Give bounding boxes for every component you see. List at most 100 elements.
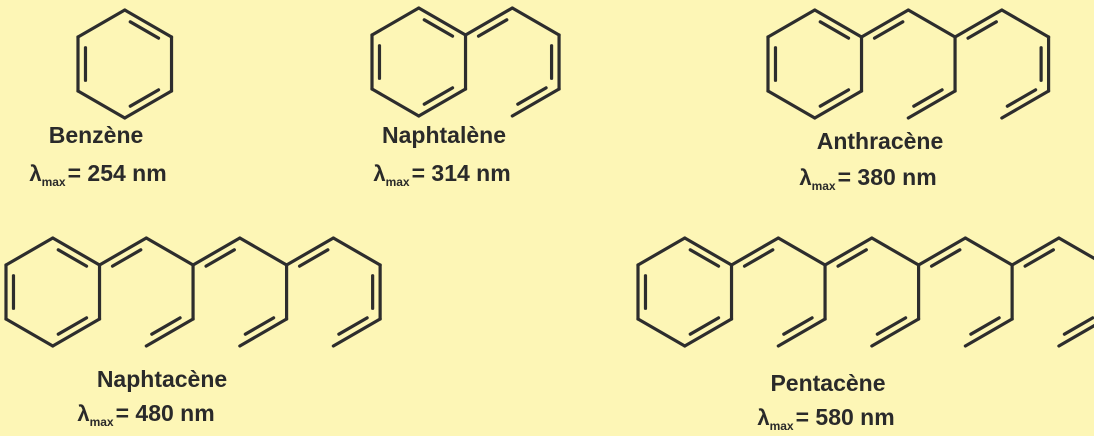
lambda-symbol: λ — [373, 161, 386, 186]
double-bond-line — [1005, 88, 1038, 108]
lambda-symbol: λ — [757, 405, 770, 430]
bond-line — [417, 6, 468, 37]
lambda-symbol: λ — [799, 165, 812, 190]
bond-line — [683, 236, 734, 267]
lambda-subscript: max — [385, 175, 410, 189]
double-bond-line — [110, 248, 143, 268]
bond-line — [331, 317, 382, 348]
double-bond-line — [742, 248, 775, 268]
bond-line — [729, 236, 780, 267]
bond-line — [331, 236, 382, 267]
molecule-name-benzene: Benzène — [48, 122, 144, 148]
double-bond-line — [150, 316, 182, 336]
double-bond-line — [1062, 316, 1094, 336]
lambda-max-naphthacene: λmax= 480 nm — [77, 400, 214, 429]
lambda-value: = 254 nm — [67, 160, 167, 186]
double-bond-line — [818, 88, 851, 108]
lambda-symbol: λ — [29, 161, 42, 186]
bond-line — [370, 87, 421, 118]
bond-line — [766, 89, 817, 120]
lambda-subscript: max — [811, 179, 836, 193]
bond-line — [776, 236, 827, 267]
double-bond-line — [1023, 248, 1055, 268]
molecule-structure-naphthalene — [370, 6, 561, 118]
double-bond-line — [688, 316, 721, 336]
bond-line — [683, 317, 734, 348]
double-bond-line — [929, 248, 962, 268]
molecule-structure-benzene — [76, 8, 174, 120]
molecule-structure-anthracene — [766, 8, 1051, 120]
bond-line — [510, 87, 561, 118]
bond-line — [963, 236, 1014, 267]
bond-line — [284, 236, 335, 267]
double-bond-line — [337, 316, 369, 336]
bond-line — [4, 317, 55, 348]
bond-line — [123, 8, 174, 39]
double-bond-line — [128, 88, 161, 108]
double-bond-line — [56, 316, 89, 336]
double-bond-line — [912, 88, 944, 108]
bond-line — [813, 8, 864, 39]
double-bond-line — [422, 18, 455, 38]
bond-line — [123, 89, 174, 120]
bond-line — [370, 6, 421, 37]
lambda-value: = 380 nm — [837, 164, 937, 190]
lambda-symbol: λ — [77, 401, 90, 426]
bond-line — [766, 8, 817, 39]
double-bond-line — [204, 248, 236, 268]
lambda-subscript: max — [41, 175, 66, 189]
double-bond-line — [56, 248, 89, 268]
bond-line — [1057, 323, 1094, 348]
bond-line — [813, 89, 864, 120]
bond-line — [76, 89, 127, 120]
double-bond-line — [128, 20, 161, 40]
lambda-value: = 580 nm — [795, 404, 895, 430]
bond-line — [191, 236, 242, 267]
bond-line — [636, 317, 687, 348]
lambda-max-benzene: λmax= 254 nm — [29, 160, 166, 189]
double-bond-line — [818, 20, 851, 40]
lambda-max-pentacene: λmax= 580 nm — [757, 404, 894, 433]
bond-line — [238, 317, 289, 348]
bond-line — [144, 317, 195, 348]
bond-line — [963, 317, 1014, 348]
double-bond-line — [875, 316, 908, 336]
double-bond-line — [966, 20, 998, 40]
bond-line — [870, 317, 921, 348]
bond-line — [51, 317, 102, 348]
molecule-structure-pentacene — [636, 236, 1094, 348]
lambda-value: = 480 nm — [115, 400, 215, 426]
double-bond-line — [476, 18, 509, 38]
bond-line — [97, 236, 148, 267]
double-bond-line — [782, 316, 814, 336]
molecule-name-naphthacene: Naphtacène — [96, 366, 228, 392]
bond-line — [776, 317, 827, 348]
bond-line — [4, 236, 55, 267]
lambda-max-anthracene: λmax= 380 nm — [799, 164, 936, 193]
double-bond-line — [836, 248, 868, 268]
bond-line — [916, 236, 967, 267]
bond-line — [1000, 8, 1051, 39]
bond-line — [1057, 236, 1094, 261]
bond-line — [510, 6, 561, 37]
bond-line — [76, 8, 127, 39]
lambda-subscript: max — [89, 415, 114, 429]
bond-line — [463, 6, 514, 37]
double-bond-line — [516, 86, 548, 106]
double-bond-line — [243, 316, 276, 336]
bond-line — [870, 236, 921, 267]
molecule-name-pentacene: Pentacène — [770, 370, 886, 396]
double-bond-line — [297, 248, 330, 268]
double-bond-line — [872, 20, 905, 40]
bond-line — [906, 89, 957, 120]
molecule-name-naphthalene: Naphtalène — [382, 122, 506, 148]
molecule-structure-naphthacene — [4, 236, 382, 348]
lambda-max-naphthalene: λmax= 314 nm — [373, 160, 510, 189]
bond-line — [144, 236, 195, 267]
double-bond-line — [422, 86, 455, 106]
lambda-value: = 314 nm — [411, 160, 511, 186]
bond-line — [823, 236, 874, 267]
bond-line — [417, 87, 468, 118]
